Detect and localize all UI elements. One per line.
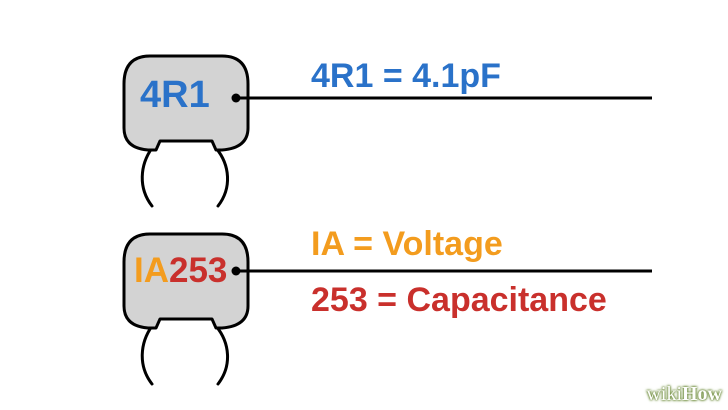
capacitor-top bbox=[122, 54, 652, 208]
capacitor-bottom-leads bbox=[140, 324, 230, 386]
capacitor-top-code: 4R1 bbox=[140, 74, 210, 116]
capacitor-bottom-code: IA253 bbox=[134, 253, 227, 288]
capacitor-bottom-body bbox=[122, 232, 250, 330]
capacitance-label: 253 = Capacitance bbox=[311, 281, 607, 319]
watermark-how: How bbox=[682, 383, 722, 405]
capacitor-top-leads bbox=[140, 146, 230, 208]
wikihow-watermark: wikiHow bbox=[646, 383, 722, 406]
code-capacitance-part: 253 bbox=[169, 251, 228, 290]
voltage-label: IA = Voltage bbox=[311, 225, 503, 263]
capacitor-bottom bbox=[122, 232, 652, 386]
code-voltage-part: IA bbox=[134, 251, 169, 290]
capacitance-value-label: 4R1 = 4.1pF bbox=[311, 57, 501, 95]
watermark-wiki: wiki bbox=[646, 383, 682, 405]
capacitor-top-body bbox=[122, 54, 250, 152]
